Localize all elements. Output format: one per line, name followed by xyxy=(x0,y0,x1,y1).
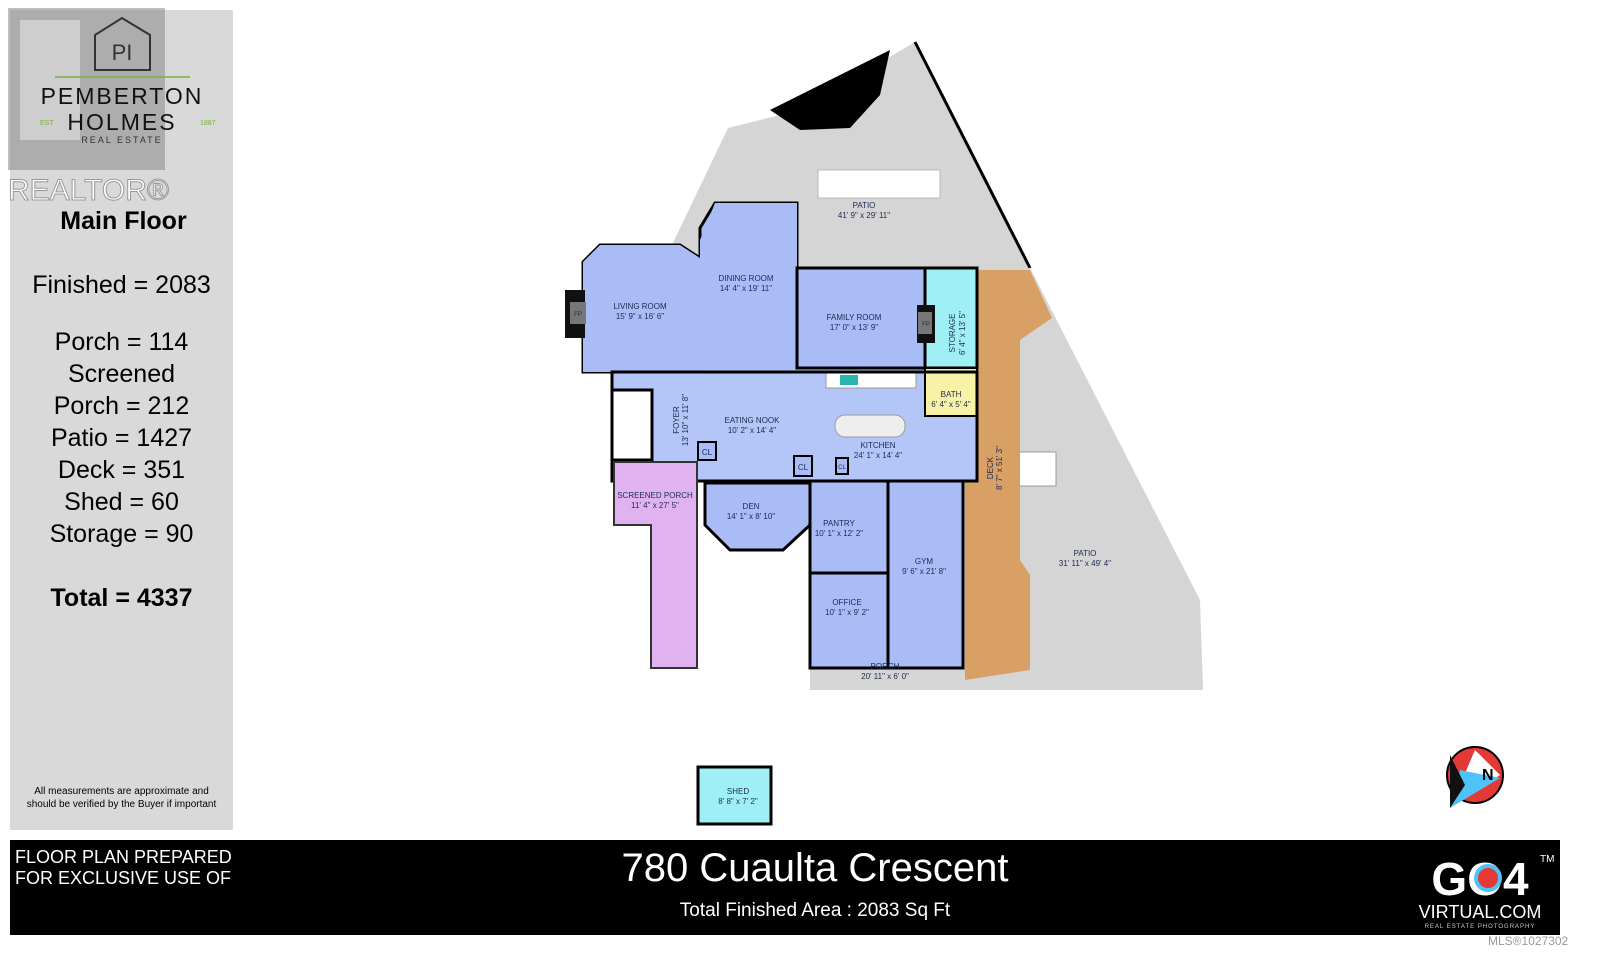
patio-top-size: 41' 9" x 29' 11" xyxy=(838,211,890,220)
dining-room-label: DINING ROOM xyxy=(718,274,773,283)
total-area: Total = 4337 xyxy=(50,584,193,612)
footer-bar: FLOOR PLAN PREPARED FOR EXCLUSIVE USE OF… xyxy=(10,840,1560,935)
go4-virtual-logo: GO4 TM VIRTUAL.COM REAL ESTATE PHOTOGRAP… xyxy=(1419,853,1555,930)
prepared-line: FLOOR PLAN PREPARED xyxy=(15,847,232,867)
patio-area: Patio = 1427 xyxy=(50,424,193,452)
family-room-label: FAMILY ROOM xyxy=(827,313,882,322)
deck-size: 8' 7" x 51' 3" xyxy=(995,446,1004,490)
property-address: 780 Cuaulta Crescent xyxy=(621,846,1009,890)
disclaimer-line: should be verified by the Buyer if impor… xyxy=(26,799,217,810)
patio-cutout xyxy=(770,50,890,130)
porch-area: Porch = 114 xyxy=(54,328,189,356)
bath-size: 6' 4" x 5' 4" xyxy=(931,400,971,409)
screened-porch-size: 11' 4" x 27' 5" xyxy=(631,501,679,510)
living-room-size: 15' 9" x 16' 6" xyxy=(616,312,664,321)
disclaimer-line: All measurements are approximate and xyxy=(34,786,209,797)
foyer-label: FOYER xyxy=(672,406,681,434)
dining-room-size: 14' 4" x 19' 11" xyxy=(720,284,772,293)
mls-number: MLS®1027302 xyxy=(1488,934,1569,948)
fireplace-label: FP xyxy=(574,312,582,318)
den-size: 14' 1" x 8' 10" xyxy=(727,512,775,521)
pantry-label: PANTRY xyxy=(823,519,855,528)
kitchen-label: KITCHEN xyxy=(860,441,895,450)
patio-right-size: 31' 11" x 49' 4" xyxy=(1059,559,1111,568)
storage-area: Storage = 90 xyxy=(49,520,194,548)
patio-top-label: PATIO xyxy=(853,201,876,210)
deck-area: Deck = 351 xyxy=(57,456,186,484)
closet-label: CL xyxy=(798,463,809,472)
closet-label: CL xyxy=(702,448,713,457)
porch-size: 20' 11" x 6' 0" xyxy=(861,672,909,681)
screened-porch xyxy=(613,461,698,669)
svg-text:REAL ESTATE PHOTOGRAPHY: REAL ESTATE PHOTOGRAPHY xyxy=(1425,924,1536,930)
screened-porch-area: Porch = 212 xyxy=(53,392,190,420)
svg-text:1887: 1887 xyxy=(200,120,216,127)
svg-text:REALTOR®: REALTOR® xyxy=(8,174,169,207)
kitchen-island xyxy=(834,414,906,438)
storage-label: STORAGE xyxy=(948,314,957,353)
office-label: OFFICE xyxy=(832,598,861,607)
svg-text:HOLMES: HOLMES xyxy=(67,109,176,135)
fireplace-label: FP xyxy=(922,322,930,328)
finished-area: Finished = 2083 xyxy=(32,271,211,299)
den-label: DEN xyxy=(743,502,760,511)
disclaimer: All measurements are approximate and sho… xyxy=(10,785,233,811)
porch-label: PORCH xyxy=(871,662,900,671)
gym-size: 9' 6" x 21' 8" xyxy=(902,567,946,576)
bath-label: BATH xyxy=(941,390,962,399)
deck-label: DECK xyxy=(986,456,995,479)
eating-nook-label: EATING NOOK xyxy=(725,416,781,425)
pantry xyxy=(808,479,890,575)
screened-label: Screened xyxy=(67,360,176,388)
deck xyxy=(965,270,1052,680)
pemberton-holmes-logo: PI PEMBERTON HOLMES REAL ESTATE EST 1887… xyxy=(8,8,216,208)
foyer-size: 13' 10" x 11' 8" xyxy=(681,394,690,446)
screened-porch-label: SCREENED PORCH xyxy=(617,491,693,500)
compass-n: N xyxy=(1482,767,1494,784)
porch xyxy=(810,668,963,690)
svg-text:VIRTUAL.COM: VIRTUAL.COM xyxy=(1419,902,1542,922)
north-compass-icon: N xyxy=(1446,746,1504,808)
pantry-size: 10' 1" x 12' 2" xyxy=(815,529,863,538)
svg-text:TM: TM xyxy=(1540,854,1554,865)
shed-label: SHED xyxy=(727,787,749,796)
svg-text:EST: EST xyxy=(40,120,54,127)
office-size: 10' 1" x 9' 2" xyxy=(825,608,869,617)
kitchen-size: 24' 1" x 14' 4" xyxy=(854,451,902,460)
prepared-line: FOR EXCLUSIVE USE OF xyxy=(15,868,232,888)
svg-text:PI: PI xyxy=(112,40,133,65)
office xyxy=(808,571,890,670)
family-room-size: 17' 0" x 13' 9" xyxy=(830,323,878,332)
shed-size: 8' 8" x 7' 2" xyxy=(718,797,758,806)
shed xyxy=(696,765,773,826)
shed-area: Shed = 60 xyxy=(64,488,179,516)
floor-title: Main Floor xyxy=(60,207,187,235)
closet-label: CL xyxy=(838,465,846,471)
svg-text:REAL ESTATE: REAL ESTATE xyxy=(81,135,162,145)
gym-label: GYM xyxy=(915,557,934,566)
eating-nook-size: 10' 2" x 14' 4" xyxy=(728,426,776,435)
bath xyxy=(924,367,978,417)
prepared-text: FLOOR PLAN PREPARED FOR EXCLUSIVE USE OF xyxy=(15,847,232,889)
gym xyxy=(886,479,965,670)
patio-right-label: PATIO xyxy=(1074,549,1097,558)
svg-text:PEMBERTON: PEMBERTON xyxy=(41,83,204,109)
living-room-label: LIVING ROOM xyxy=(613,302,667,311)
total-finished-area: Total Finished Area : 2083 Sq Ft xyxy=(679,900,951,921)
storage-size: 6' 4" x 13' 5" xyxy=(958,311,967,355)
